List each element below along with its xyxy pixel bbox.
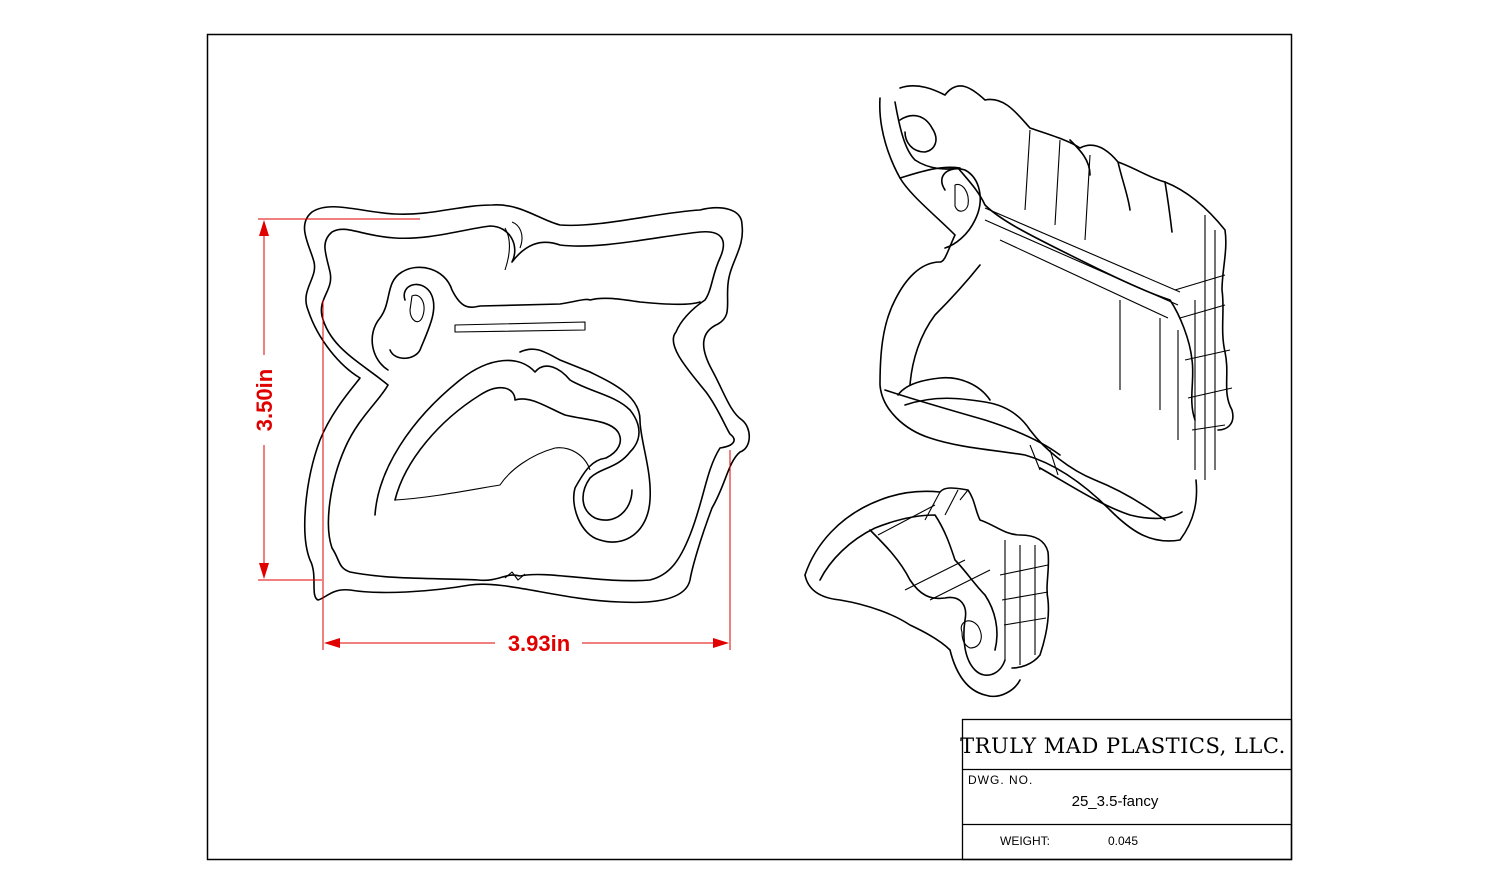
- front-view-curl: [389, 283, 435, 360]
- front-view-curl-inner: [409, 294, 425, 323]
- front-view-base-notch: [504, 571, 526, 581]
- height-dimension-label: 3.50in: [252, 369, 277, 431]
- width-dimension-label: 3.93in: [508, 631, 570, 656]
- sheet-border: [206, 33, 1293, 861]
- front-view-blade-edge: [394, 447, 591, 501]
- front-view-blade: [374, 359, 640, 521]
- front-view-bar-line: [454, 321, 586, 333]
- title-block-dwg-no-value: 25_3.5-fancy: [1072, 793, 1159, 810]
- title-block-weight-label: WEIGHT:: [1000, 834, 1050, 848]
- title-block-weight-value: 0.045: [1108, 834, 1138, 848]
- front-view-blade-inner: [394, 348, 652, 543]
- isometric-view-large-piece: [879, 85, 1234, 542]
- title-block-dwg-no-label: DWG. NO.: [968, 773, 1033, 787]
- front-view: [303, 204, 751, 604]
- title-block: TRULY MAD PLASTICS, LLC. DWG. NO. 25_3.5…: [960, 718, 1293, 861]
- title-block-company: TRULY MAD PLASTICS, LLC.: [960, 734, 1286, 758]
- front-view-outer-outline: [303, 204, 751, 604]
- front-view-inner-outline: [320, 225, 735, 582]
- isometric-view-small-piece: [804, 487, 1050, 698]
- front-view-notch: [504, 221, 523, 271]
- height-dimension: 3.50in: [252, 218, 420, 581]
- front-view-scroll-detail: [371, 266, 701, 371]
- width-dimension: 3.93in: [322, 300, 731, 656]
